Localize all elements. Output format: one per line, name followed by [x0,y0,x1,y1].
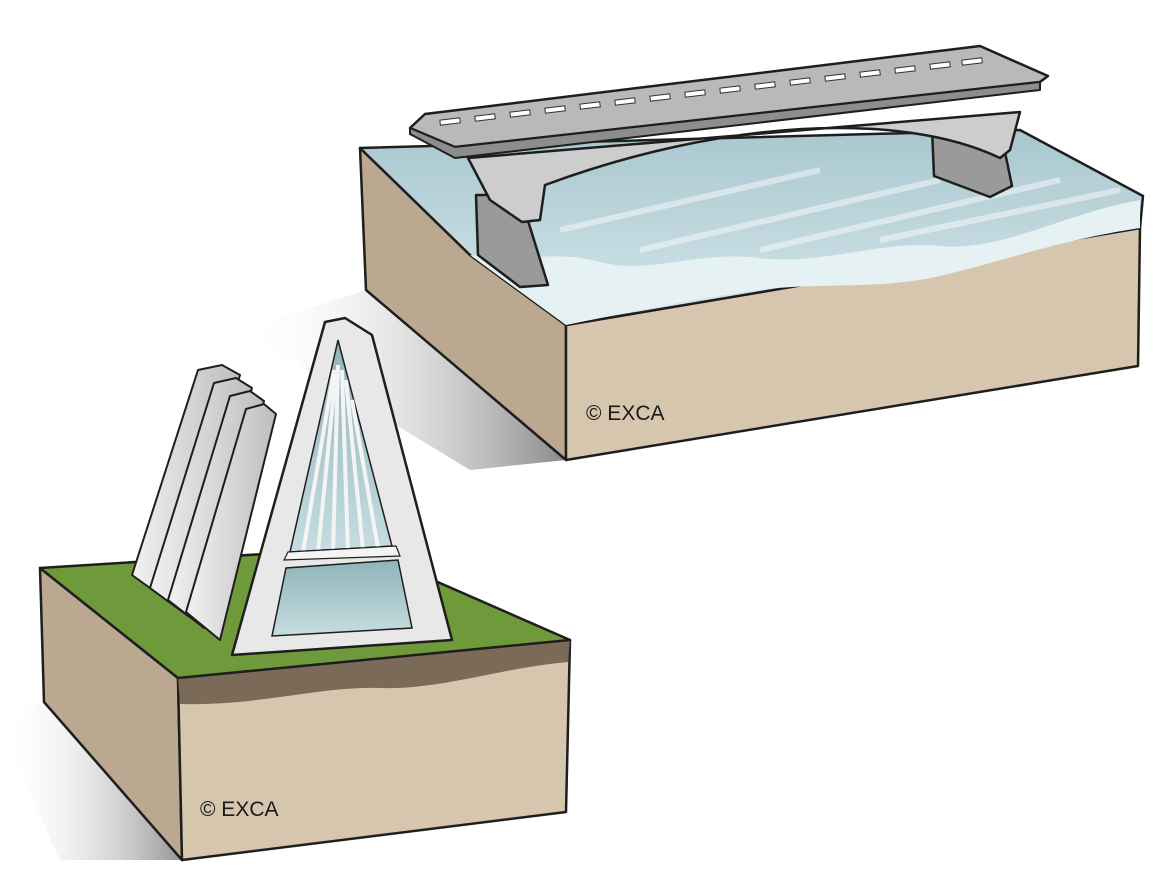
church-topsoil-band [178,640,570,705]
church-cast-shadow [0,700,182,860]
bridge-arch [466,110,1022,224]
church-window-mullions [301,364,380,553]
bridge-credit: © EXCA [586,402,665,425]
bridge-deck-side [409,81,1041,159]
church-credit: © EXCA [200,798,279,821]
bridge-railing [439,57,983,126]
church-illustration: © EXCA [0,316,572,862]
bridge-water-streaks [559,167,1121,253]
church-side-fins [131,364,277,641]
bridge-water-foam [470,200,1140,325]
church-facade-band [283,545,401,561]
church-lower-window [271,559,413,637]
bridge-illustration: © EXCA [240,44,1145,470]
